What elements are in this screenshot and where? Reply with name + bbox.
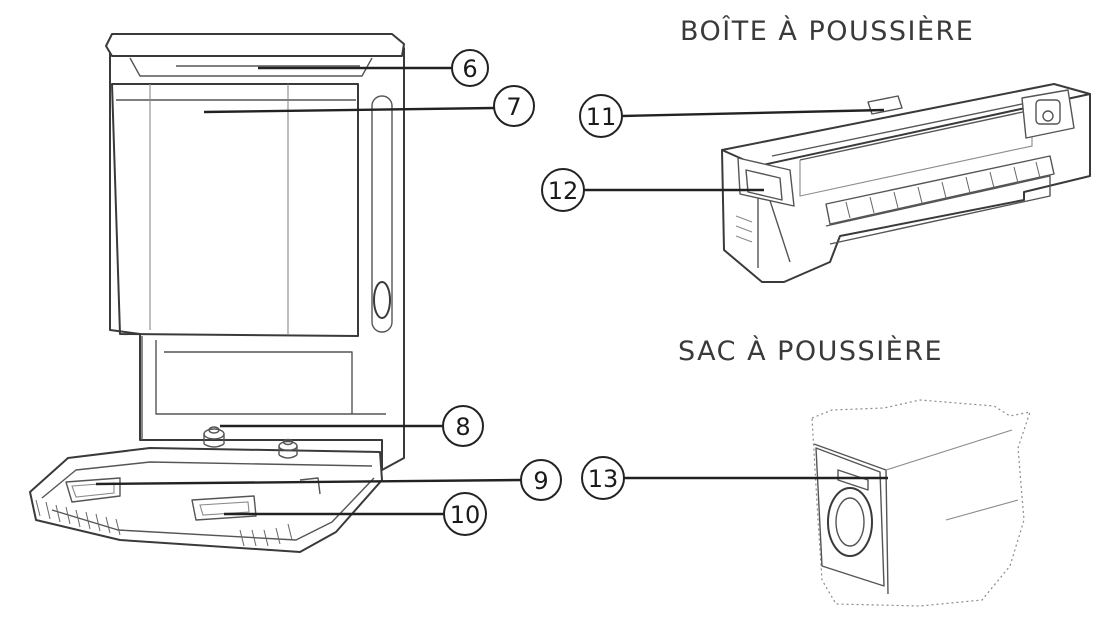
callout-7: 7 [203,85,535,127]
docking-station [29,33,405,553]
callout-9: 9 [95,459,562,501]
callout-13: 13 [581,456,888,500]
callout-number: 9 [533,467,548,495]
callout-8: 8 [220,405,484,447]
heading-dust-box: BOÎTE À POUSSIÈRE [680,16,975,47]
callout-number: 6 [462,55,477,83]
callout-number: 7 [506,93,521,121]
base-ribs [35,499,293,547]
dust-box [721,83,1091,283]
callout-number: 13 [588,465,619,493]
callout-6: 6 [258,49,489,87]
callout-number: 12 [548,177,579,205]
callout-number: 8 [455,413,470,441]
callout-10: 10 [224,492,487,536]
callout-12: 12 [541,168,764,212]
heading-dust-bag: SAC À POUSSIÈRE [678,336,944,367]
charging-pins [203,426,298,459]
callout-11: 11 [579,94,885,138]
callout-number: 11 [586,103,617,131]
dust-bag [811,399,1031,607]
callout-number: 10 [450,501,481,529]
